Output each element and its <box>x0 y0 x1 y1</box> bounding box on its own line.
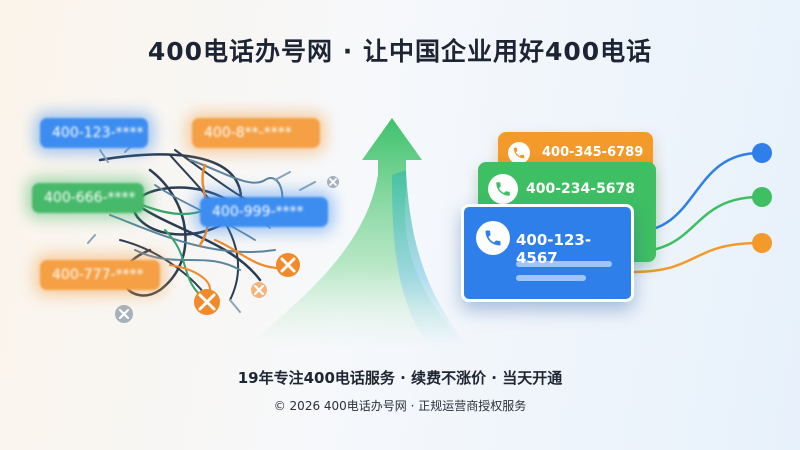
arrow-up-icon <box>245 118 470 348</box>
placeholder-bar <box>516 261 612 267</box>
phone-icon <box>476 221 510 255</box>
phone-card: 400-123-4567 <box>461 204 634 302</box>
connector-dot-orange <box>752 233 772 253</box>
headline: 400电话办号网 · 让中国企业用好400电话 <box>147 37 653 66</box>
blurred-number-tag: 400-123-**** <box>40 118 148 148</box>
close-icon <box>194 289 220 315</box>
close-icon <box>276 253 300 277</box>
close-icon <box>327 176 339 188</box>
blurred-number-tag: 400-666-**** <box>32 183 144 213</box>
phone-number: 400-234-5678 <box>526 181 636 197</box>
placeholder-bar <box>516 275 586 281</box>
phone-icon <box>508 142 530 164</box>
phone-number: 400-345-6789 <box>542 145 644 160</box>
blurred-number-tag: 400-8**-**** <box>192 118 320 148</box>
close-icon <box>115 305 133 323</box>
connector-dot-blue <box>752 143 772 163</box>
tagline: 19年专注400电话服务 · 续费不涨价 · 当天开通 <box>237 369 563 387</box>
blurred-number-tag: 400-777-**** <box>40 260 160 290</box>
copyright: © 2026 400电话办号网 · 正规运营商授权服务 <box>273 399 527 413</box>
phone-icon <box>488 174 518 204</box>
blurred-number-tag: 400-999-**** <box>200 197 328 227</box>
connector-dot-green <box>752 187 772 207</box>
close-icon <box>251 282 267 298</box>
